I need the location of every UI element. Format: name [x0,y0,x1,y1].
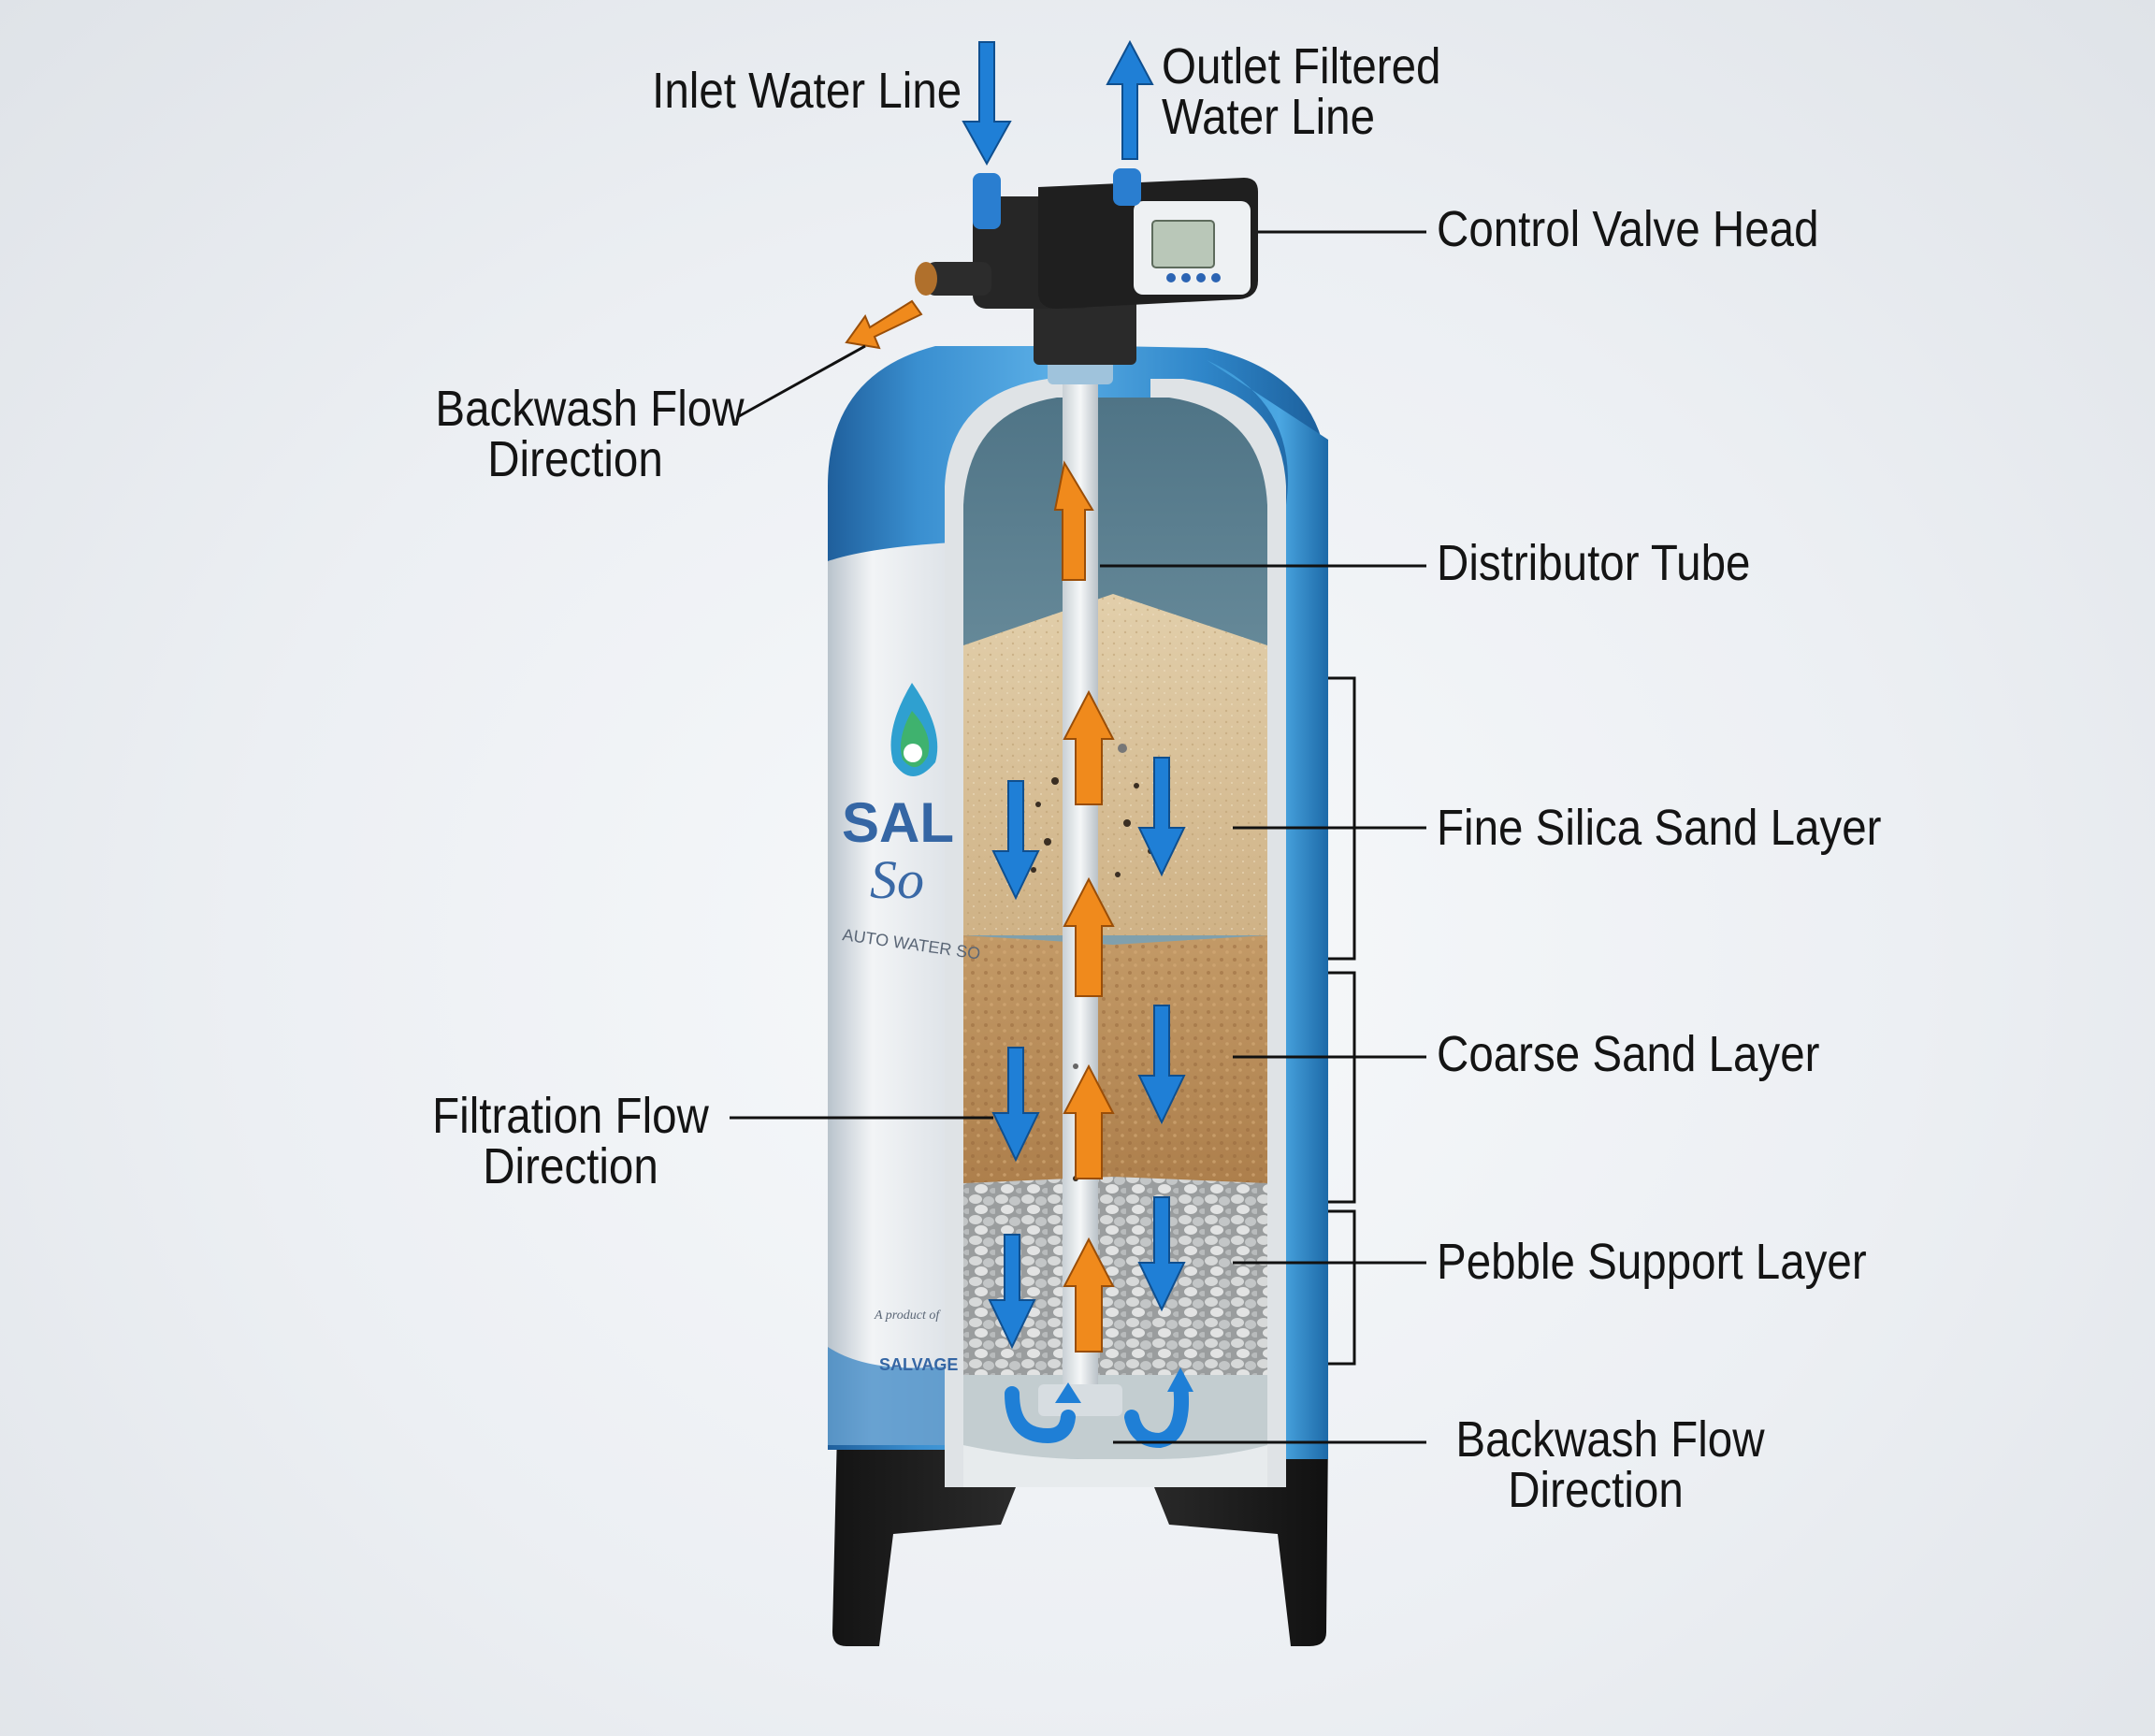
label-pebble-support-layer: Pebble Support Layer [1437,1234,1867,1290]
blue-down-arrow-6 [1137,1196,1186,1312]
tank-script-text: So [870,849,924,910]
backwash-out-arrow [845,299,923,350]
control-valve-head [915,168,1258,365]
label-coarse-sand-layer: Coarse Sand Layer [1437,1026,1820,1082]
label-distributor-tube: Distributor Tube [1437,535,1751,591]
blue-down-arrow-2 [1137,757,1186,877]
leader-lines [730,230,1426,1444]
label-backwash-flow-direction-bottom: Backwash Flow Direction [1455,1411,1765,1518]
label-inlet-water-line: Inlet Water Line [651,63,962,119]
outlet-arrow [1106,39,1154,160]
label-outlet-filtered-water-line: Outlet Filtered Water Line [1162,38,1441,145]
bottom-swirl-arrowheads [1055,1367,1193,1403]
blue-down-arrow-3 [991,1047,1040,1163]
blue-down-arrow-1 [991,780,1040,901]
orange-up-arrow-1 [1053,460,1094,581]
filtration-down-arrows [988,757,1186,1350]
tank-cutaway [945,360,1328,1487]
blue-down-arrow-5 [988,1234,1036,1350]
label-filtration-flow-direction: Filtration Flow Direction [432,1088,709,1194]
backwash-up-arrows [1053,460,1115,1353]
tank-brand-text: SAL [842,791,954,854]
orange-up-arrow-4 [1063,1063,1115,1179]
label-fine-silica-sand-layer: Fine Silica Sand Layer [1437,800,1882,856]
blue-down-arrow-4 [1137,1005,1186,1125]
label-backwash-flow-direction-top: Backwash Flow Direction [435,381,745,487]
orange-up-arrow-3 [1063,876,1115,997]
pebble-layer [963,1177,1267,1375]
tank-product-of-text: A product of [874,1309,941,1323]
orange-up-arrow-2 [1063,689,1115,805]
label-control-valve-head: Control Valve Head [1437,201,1819,257]
tank-logo [890,683,938,776]
inlet-arrow [962,41,1012,166]
tank-company-text: SALVAGE [879,1355,958,1374]
orange-up-arrow-5 [1063,1237,1115,1353]
bottom-swirl-arrows [1005,1377,1189,1449]
